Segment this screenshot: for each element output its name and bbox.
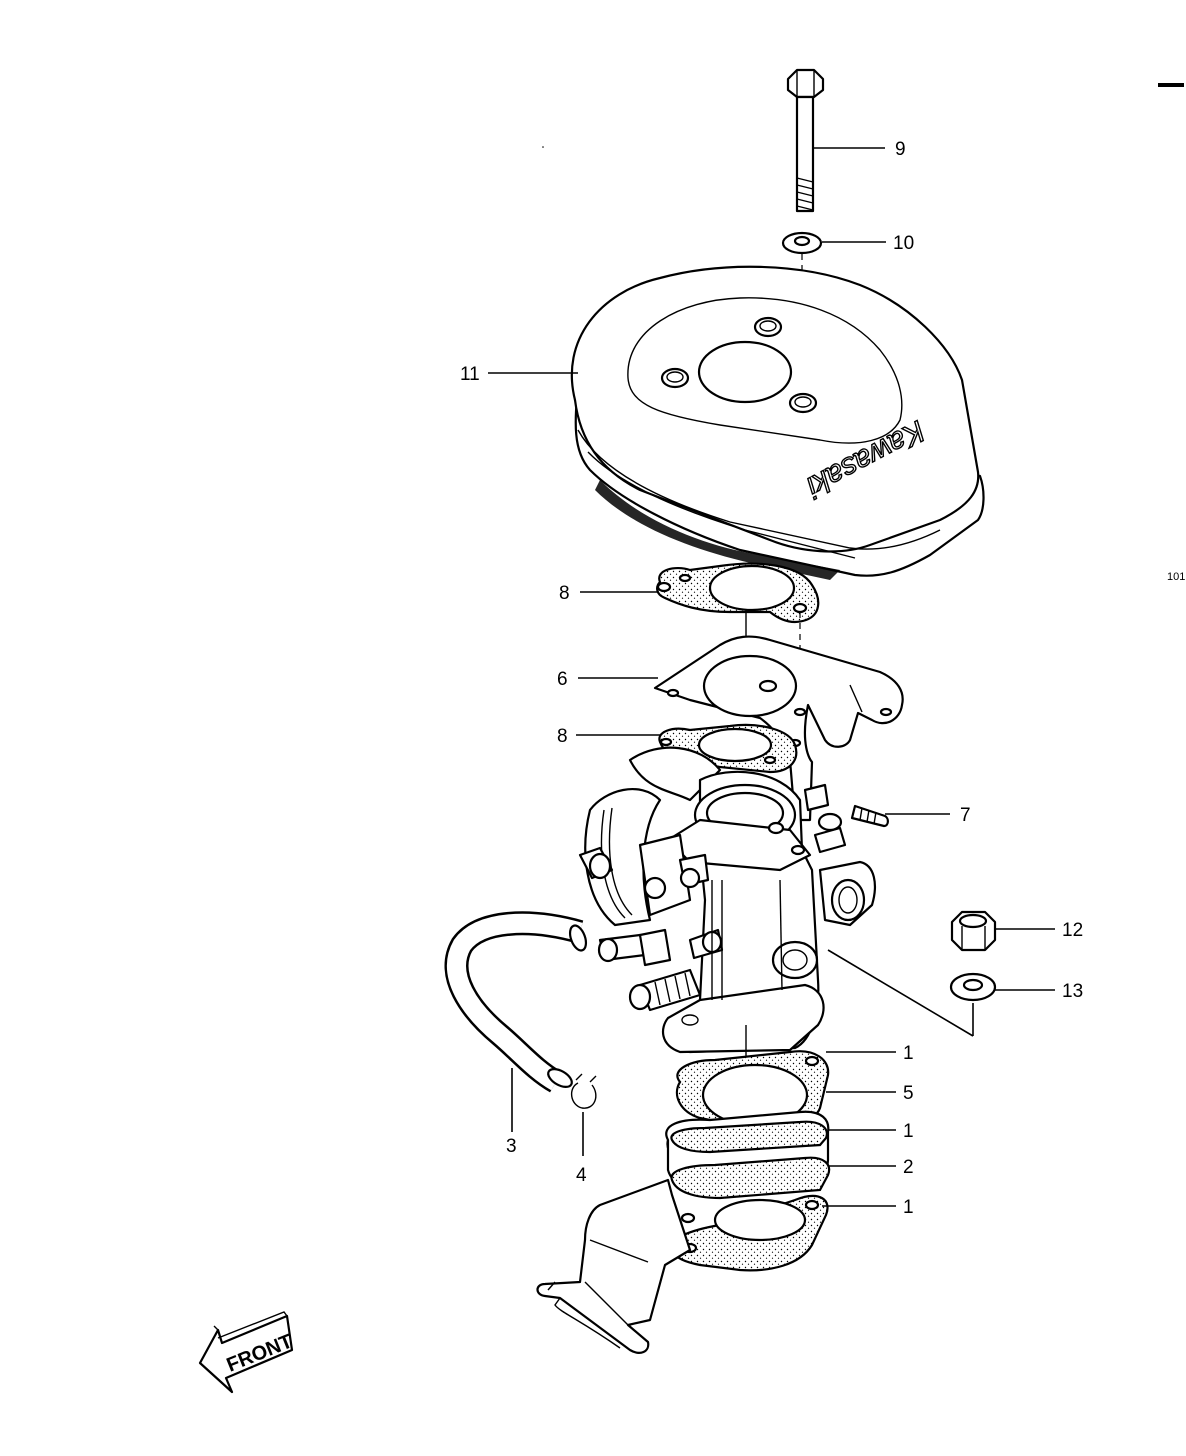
insulator-2	[670, 1156, 831, 1200]
hose-3	[444, 911, 588, 1093]
part-label-1-bottom: 1	[903, 1197, 914, 1218]
part-label-7: 7	[960, 805, 971, 826]
corner-mark	[1158, 83, 1184, 87]
part-label-6: 6	[557, 669, 568, 690]
bolt-9	[786, 68, 825, 213]
part-label-10: 10	[893, 233, 914, 254]
gasket-1-bottom	[669, 1194, 829, 1272]
part-label-8-upper: 8	[559, 583, 570, 604]
part-label-1-top: 1	[903, 1043, 914, 1064]
bottom-bracket	[536, 1178, 696, 1354]
page-number: 101	[1167, 571, 1185, 583]
carburetor-body	[578, 746, 876, 1054]
part-label-9: 9	[895, 139, 906, 160]
part-label-4: 4	[576, 1165, 587, 1186]
washer-10	[781, 231, 823, 255]
stray-dot	[542, 146, 544, 148]
part-label-13: 13	[1062, 981, 1083, 1002]
gasket-8-upper	[656, 562, 820, 624]
part-label-8-lower: 8	[557, 726, 568, 747]
part-label-5: 5	[903, 1083, 914, 1104]
part-label-11: 11	[460, 364, 480, 385]
nut-12	[950, 910, 997, 952]
air-cleaner-cover-11: Kawasaki	[570, 265, 985, 580]
front-direction-arrow: FRONT	[198, 1311, 296, 1394]
gasket-1-top	[675, 1050, 830, 1134]
part-label-3: 3	[506, 1136, 517, 1157]
part-label-2: 2	[903, 1157, 914, 1178]
washer-13	[949, 972, 997, 1002]
part-label-1-middle: 1	[903, 1121, 914, 1142]
leader-stud	[827, 949, 974, 1037]
screw-7	[850, 804, 889, 828]
gasket-1-middle	[670, 1120, 828, 1154]
clamp-4	[571, 1073, 597, 1109]
part-label-12: 12	[1062, 920, 1083, 941]
